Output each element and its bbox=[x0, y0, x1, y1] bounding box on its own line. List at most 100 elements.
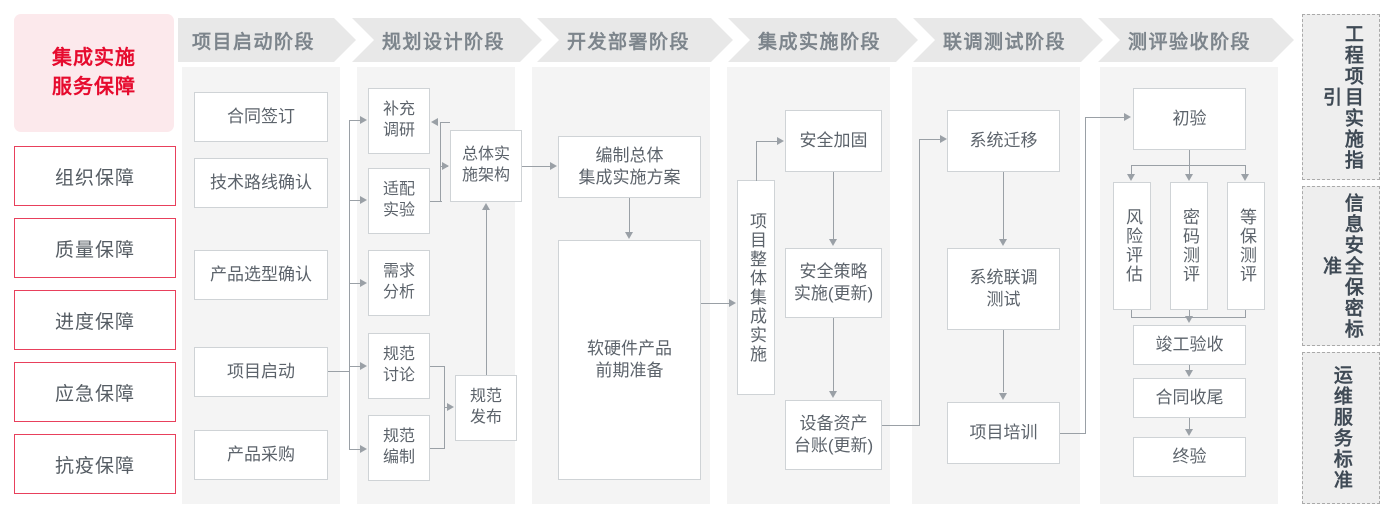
arrow-to-spec-release bbox=[447, 403, 454, 411]
connector-adaptation-to-bus bbox=[430, 201, 442, 203]
node-spec-discussion-line1: 规范 bbox=[382, 346, 415, 364]
connector-spec-drafting-out bbox=[430, 448, 445, 450]
standards-item-ops-service-standard[interactable]: 运维服务标准 bbox=[1302, 352, 1380, 504]
node-security-hardening[interactable]: 安全加固 bbox=[785, 110, 882, 172]
node-draft-overall-integration-plan[interactable]: 编制总体集成实施方案 bbox=[558, 136, 701, 198]
connector-fanout-to-mlps bbox=[1245, 165, 1247, 175]
node-joint-test-line2: 测试 bbox=[986, 290, 1021, 309]
node-spec-release[interactable]: 规范发布 bbox=[455, 375, 517, 441]
connector-to-supplementary-research bbox=[349, 120, 361, 122]
arrow-to-system-migration bbox=[940, 135, 947, 143]
node-cryptography-evaluation[interactable]: 密码测评 bbox=[1170, 182, 1208, 310]
arrow-policy-to-asset-ledger bbox=[829, 391, 837, 398]
arrow-to-completion-acceptance bbox=[1185, 316, 1193, 323]
arrow-to-mlps-evaluation bbox=[1241, 174, 1249, 181]
node-joint-test-line1: 系统联调 bbox=[969, 267, 1038, 287]
standards-item-infosec-standard[interactable]: 信息安全保密标准 bbox=[1302, 186, 1380, 346]
node-project-kickoff[interactable]: 项目启动 bbox=[194, 347, 328, 397]
arrow-integration-to-hardening bbox=[777, 137, 784, 145]
node-product-selection-confirm[interactable]: 产品选型确认 bbox=[194, 250, 328, 300]
node-spec-drafting-line1: 规范 bbox=[382, 428, 415, 446]
guarantee-item-organization[interactable]: 组织保障 bbox=[14, 146, 176, 206]
connector-fanout-to-risk bbox=[1131, 165, 1133, 175]
node-supplementary-research-line1: 补充 bbox=[382, 101, 415, 119]
guarantee-item-epidemic[interactable]: 抗疫保障 bbox=[14, 434, 176, 494]
node-contract-closure[interactable]: 合同收尾 bbox=[1133, 378, 1246, 418]
node-requirement-analysis[interactable]: 需求分析 bbox=[368, 250, 430, 316]
node-overall-implementation-architecture[interactable]: 总体实施架构 bbox=[450, 130, 522, 202]
phase-header-3[interactable]: 开发部署阶段 bbox=[537, 18, 733, 62]
node-mlps-evaluation[interactable]: 等保测评 bbox=[1227, 182, 1265, 310]
connector-risk-down bbox=[1131, 310, 1133, 318]
node-asset-ledger-update[interactable]: 设备资产台账(更新) bbox=[785, 400, 882, 470]
node-project-training[interactable]: 项目培训 bbox=[947, 402, 1060, 464]
node-completion-acceptance[interactable]: 竣工验收 bbox=[1133, 325, 1246, 365]
node-spec-drafting[interactable]: 规范编制 bbox=[368, 415, 430, 481]
node-adaptation-experiment[interactable]: 适配实验 bbox=[368, 168, 430, 234]
arrow-completion-to-closure bbox=[1185, 370, 1193, 377]
guarantee-item-quality[interactable]: 质量保障 bbox=[14, 218, 176, 278]
node-preliminary-acceptance[interactable]: 初验 bbox=[1133, 88, 1246, 150]
connector-spec-bus-to-release bbox=[444, 407, 448, 409]
node-security-policy-line2: 实施(更新) bbox=[793, 284, 874, 303]
arrow-hw-sw-prep-to-integration bbox=[729, 299, 736, 307]
arrow-to-risk-assessment bbox=[1127, 174, 1135, 181]
standards-label-ops-service-standard: 运维服务标准 bbox=[1330, 365, 1352, 491]
node-spec-discussion-line2: 讨论 bbox=[382, 367, 415, 384]
connector-policy-to-asset-ledger bbox=[833, 318, 835, 392]
arrow-joint-test-to-training bbox=[999, 393, 1007, 400]
connector-training-riser bbox=[1085, 117, 1087, 434]
connector-migration-to-joint-test bbox=[1003, 172, 1005, 240]
node-product-procurement[interactable]: 产品采购 bbox=[194, 430, 328, 480]
phase-header-2[interactable]: 规划设计阶段 bbox=[352, 18, 542, 62]
phase-header-5[interactable]: 联调测试阶段 bbox=[913, 18, 1103, 62]
node-spec-discussion[interactable]: 规范讨论 bbox=[368, 333, 430, 399]
connector-integration-up bbox=[756, 141, 758, 181]
guarantee-item-schedule[interactable]: 进度保障 bbox=[14, 290, 176, 350]
node-overall-arch-line1: 总体实 bbox=[461, 146, 510, 164]
node-risk-assessment[interactable]: 风险评估 bbox=[1113, 182, 1151, 310]
node-adaptation-experiment-line1: 适配 bbox=[382, 181, 415, 199]
arrow-to-preliminary-acceptance bbox=[1124, 113, 1131, 121]
connector-integration-to-hardening-h bbox=[756, 141, 778, 143]
connector-to-preliminary-acceptance-h bbox=[1085, 117, 1125, 119]
node-overall-project-integration[interactable]: 项目整体集成实施 bbox=[737, 180, 775, 395]
node-final-acceptance[interactable]: 终验 bbox=[1133, 437, 1246, 477]
node-supplementary-research-line2: 调研 bbox=[382, 122, 415, 139]
arrow-to-supplementary-research bbox=[360, 116, 367, 124]
connector-preliminary-down bbox=[1189, 150, 1191, 166]
node-spec-release-line2: 发布 bbox=[469, 409, 502, 426]
node-tech-route-confirm[interactable]: 技术路线确认 bbox=[194, 158, 328, 208]
node-requirement-analysis-line1: 需求 bbox=[382, 263, 415, 281]
node-draft-plan-line1: 编制总体 bbox=[595, 145, 664, 165]
node-requirement-analysis-line2: 分析 bbox=[382, 284, 415, 301]
guarantee-item-emergency[interactable]: 应急保障 bbox=[14, 362, 176, 422]
node-hardware-software-preparation[interactable]: 软硬件产品前期准备 bbox=[558, 240, 701, 480]
connector-preliminary-fanout-bus bbox=[1131, 165, 1246, 167]
connector-closure-to-final bbox=[1189, 418, 1191, 430]
arrow-arch-to-draft-plan bbox=[550, 162, 557, 170]
connector-to-requirement-analysis bbox=[349, 283, 361, 285]
node-hw-sw-prep-line1: 软硬件产品 bbox=[587, 338, 672, 358]
guarantee-title-line1: 集成实施 bbox=[52, 47, 136, 69]
node-spec-release-line1: 规范 bbox=[469, 388, 502, 406]
arrow-arch-to-research bbox=[431, 118, 438, 126]
connector-arch-bus-vertical bbox=[440, 122, 442, 202]
node-system-migration[interactable]: 系统迁移 bbox=[947, 110, 1060, 172]
phase-header-1[interactable]: 项目启动阶段 bbox=[178, 18, 356, 62]
node-security-policy-implementation[interactable]: 安全策略实施(更新) bbox=[785, 248, 882, 318]
phase-header-4[interactable]: 集成实施阶段 bbox=[728, 18, 918, 62]
guarantee-sidebar-title: 集成实施 服务保障 bbox=[14, 14, 174, 132]
node-asset-ledger-line1: 设备资产 bbox=[799, 413, 868, 433]
connector-to-spec-discussion bbox=[349, 366, 361, 368]
phase-header-6[interactable]: 测评验收阶段 bbox=[1098, 18, 1294, 62]
standards-item-engineering-guide[interactable]: 工程项目实施指引 bbox=[1302, 14, 1380, 180]
connector-spec-discussion-out bbox=[430, 366, 445, 368]
node-system-joint-test[interactable]: 系统联调测试 bbox=[947, 248, 1060, 330]
node-supplementary-research[interactable]: 补充调研 bbox=[368, 88, 430, 154]
node-contract-signing[interactable]: 合同签订 bbox=[194, 92, 328, 142]
node-hw-sw-prep-line2: 前期准备 bbox=[595, 361, 664, 380]
arrow-to-cryptography-evaluation bbox=[1185, 174, 1193, 181]
connector-kickoff-trunk bbox=[328, 371, 350, 373]
